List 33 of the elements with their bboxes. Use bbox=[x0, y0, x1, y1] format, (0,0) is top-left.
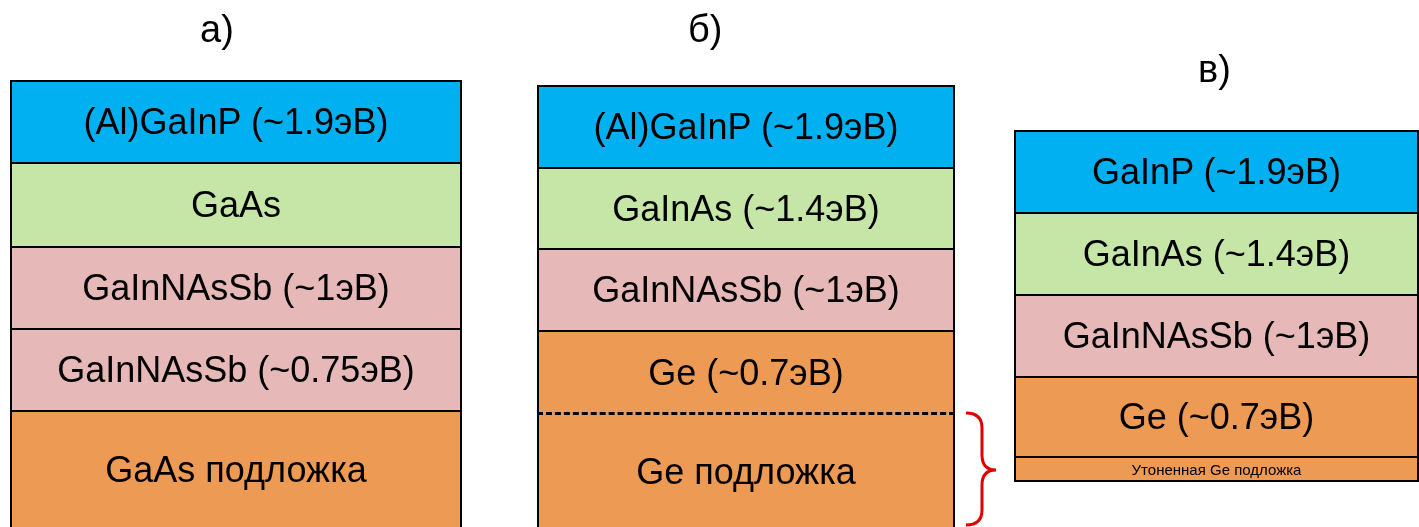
layer-label: GaInNAsSb (~1эВ) bbox=[592, 269, 900, 311]
layer-band bbox=[1014, 294, 1419, 378]
layer-label: Ge (~0.7эВ) bbox=[1118, 396, 1315, 438]
layer-band bbox=[10, 162, 462, 248]
layer-band bbox=[10, 410, 462, 527]
layer-band bbox=[1014, 212, 1419, 296]
layer-label: GaInAs (~1.4эВ) bbox=[612, 187, 880, 230]
layer-label: GaInAs (~1.4эВ) bbox=[1082, 233, 1351, 275]
layer-band bbox=[1014, 130, 1419, 214]
layer-band bbox=[10, 80, 462, 164]
layer-label: GaAs подложка bbox=[105, 449, 367, 491]
layer-band bbox=[537, 85, 955, 169]
layer-label: GaInP (~1.9эВ) bbox=[1092, 151, 1341, 193]
layer-label: Ge подложка bbox=[636, 450, 856, 493]
layer-label: GaInNAsSb (~1эВ) bbox=[1062, 315, 1371, 357]
layer-band bbox=[537, 248, 955, 332]
layer-label: GaInNAsSb (~1эВ) bbox=[82, 267, 390, 309]
panel-label: в) bbox=[1198, 48, 1231, 91]
layer-band bbox=[10, 328, 462, 412]
panel-label: б) bbox=[688, 8, 723, 51]
panel-label: а) bbox=[200, 8, 234, 51]
layer-band bbox=[1014, 456, 1419, 482]
layer-label: Ge (~0.7эВ) bbox=[648, 352, 844, 394]
layer-band bbox=[10, 246, 462, 330]
layer-band bbox=[1014, 376, 1419, 458]
layer-label: Утоненная Ge подложка bbox=[1131, 460, 1302, 478]
layer-band bbox=[537, 167, 955, 250]
layer-label: GaAs bbox=[190, 184, 281, 226]
layer-label: (Al)GaInP (~1.9эВ) bbox=[593, 106, 899, 148]
layer-band bbox=[537, 412, 955, 527]
layer-label: (Al)GaInP (~1.9эВ) bbox=[83, 101, 389, 143]
layer-band bbox=[537, 330, 955, 414]
layer-label: GaInNAsSb (~0.75эВ) bbox=[57, 349, 415, 391]
